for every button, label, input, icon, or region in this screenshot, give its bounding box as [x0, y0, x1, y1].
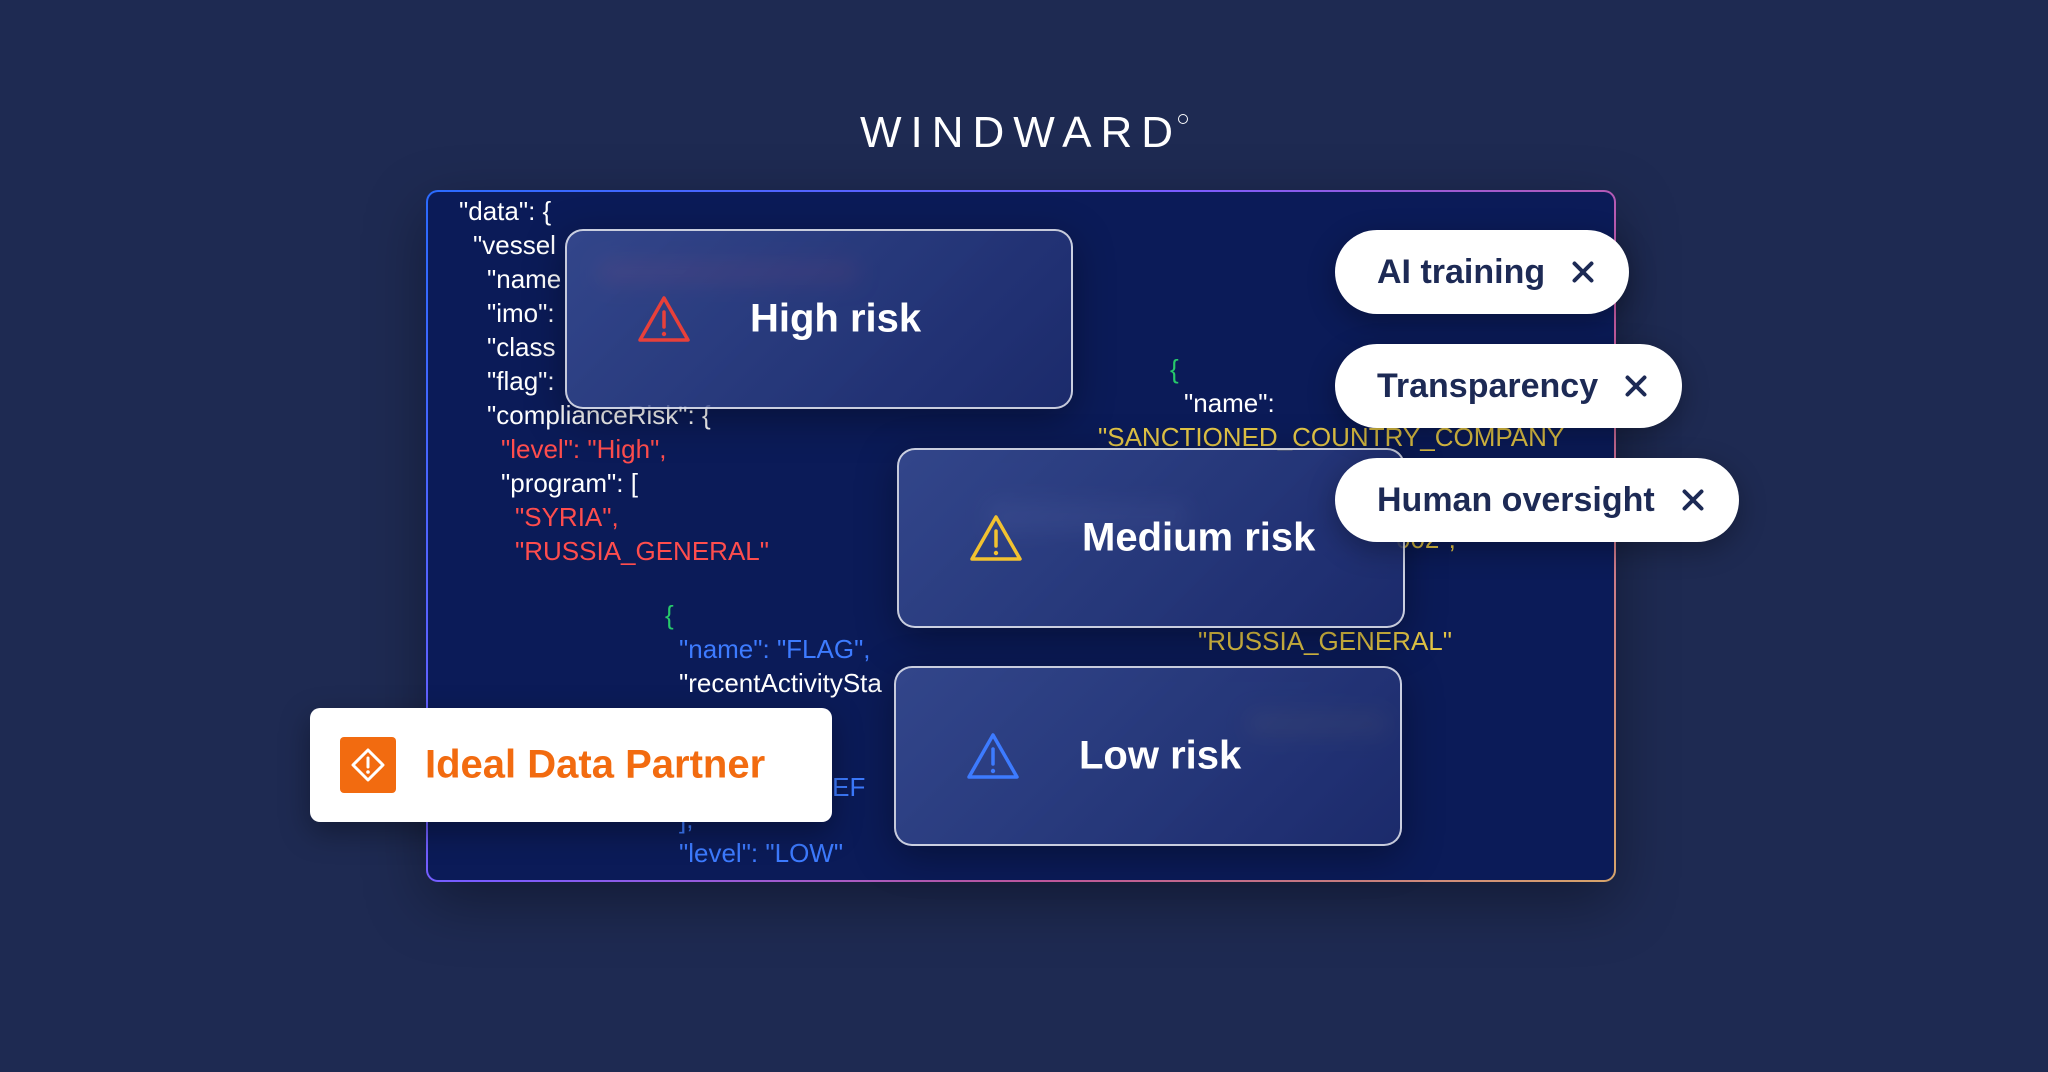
partner-title: Ideal Data Partner: [425, 742, 766, 787]
code-line: "name": "FLAG",: [679, 634, 871, 665]
warning-diamond-icon: [351, 748, 385, 782]
code-token: "vessel: [473, 230, 556, 260]
code-token: "SYRIA",: [515, 502, 619, 532]
code-token: "flag":: [487, 366, 555, 396]
code-line: "name":: [1184, 388, 1275, 419]
code-line: "level": "LOW": [679, 838, 843, 869]
high-risk-card[interactable]: High risk: [565, 229, 1073, 409]
partner-badge: [340, 737, 396, 793]
code-token: "recentActivitySta: [679, 668, 882, 698]
code-token: {: [1170, 354, 1179, 384]
code-line: "name: [487, 264, 561, 295]
code-token: "RUSSIA_GENERAL": [515, 536, 769, 566]
code-line: "imo":: [487, 298, 555, 329]
ideal-data-partner-card[interactable]: Ideal Data Partner: [310, 708, 832, 822]
pill-label: Human oversight: [1377, 480, 1655, 519]
code-token: "level": "High",: [501, 434, 667, 464]
pill-ai-training[interactable]: AI training: [1335, 230, 1630, 314]
code-line: "vessel: [473, 230, 556, 261]
close-icon[interactable]: [1681, 488, 1705, 512]
code-line: "RUSSIA_GENERAL": [515, 536, 769, 567]
pill-human-oversight[interactable]: Human oversight: [1335, 458, 1739, 542]
windward-logo: WINDWARD: [0, 108, 2048, 158]
code-line: "recentActivitySta: [679, 668, 882, 699]
code-token: "data": {: [459, 196, 552, 226]
pill-transparency[interactable]: Transparency: [1335, 344, 1683, 428]
code-token: {: [665, 600, 674, 630]
risk-label: Medium risk: [1082, 515, 1316, 560]
pill-label: Transparency: [1377, 366, 1599, 405]
warning-triangle-icon: [970, 515, 1022, 561]
code-token: "level": "LOW": [679, 838, 844, 868]
warning-triangle-icon: [638, 296, 690, 342]
close-icon[interactable]: [1571, 260, 1595, 284]
code-line: "program": [: [501, 468, 638, 499]
logo-circle-mark: [1178, 114, 1189, 124]
code-line: "SYRIA",: [515, 502, 619, 533]
warning-triangle-icon: [967, 733, 1019, 779]
risk-label: High risk: [750, 296, 922, 341]
risk-label: Low risk: [1079, 733, 1242, 778]
code-line: "flag":: [487, 366, 555, 397]
logo-text: WINDWARD: [859, 108, 1183, 157]
code-token: "name: [487, 264, 562, 294]
close-icon[interactable]: [1624, 374, 1648, 398]
code-line: {: [665, 600, 674, 631]
code-token: "name":: [1184, 388, 1275, 418]
code-line: "class: [487, 332, 555, 363]
pill-label: AI training: [1377, 252, 1546, 291]
code-line: "level": "High",: [501, 434, 667, 465]
code-line: {: [1170, 354, 1179, 385]
code-token: "name": "FLAG",: [679, 634, 871, 664]
code-token: "class: [487, 332, 556, 362]
medium-risk-card[interactable]: Medium risk: [897, 448, 1405, 628]
code-token: "RUSSIA_GENERAL": [1198, 626, 1452, 656]
code-line: "data": {: [459, 196, 551, 227]
code-line: "RUSSIA_GENERAL": [1198, 626, 1452, 657]
low-risk-card[interactable]: Low risk: [894, 666, 1402, 846]
code-token: "program": [: [501, 468, 638, 498]
code-token: "imo":: [487, 298, 555, 328]
